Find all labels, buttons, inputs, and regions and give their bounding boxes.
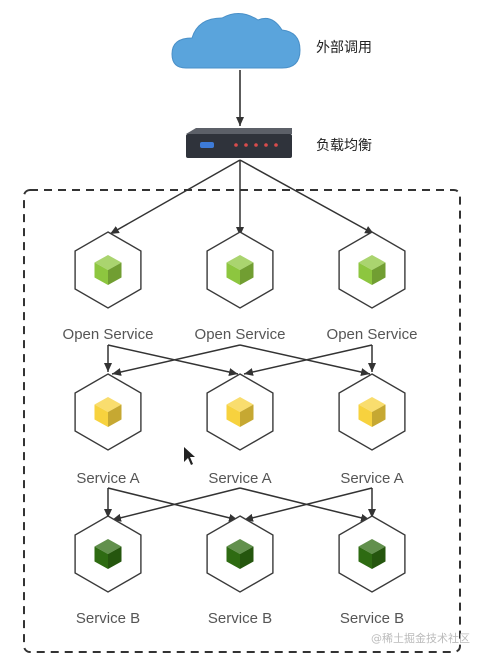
service-node-a: Service A [338, 373, 406, 487]
service-node-a: Service A [74, 373, 142, 487]
cloud-icon [171, 13, 301, 69]
service-cluster-boundary [23, 189, 461, 653]
cube-icon [226, 397, 254, 427]
lb-arrows [109, 159, 375, 236]
cube-icon [226, 255, 254, 285]
service-node-open: Open Service [327, 231, 418, 343]
watermark-text: @稀土掘金技术社区 [371, 631, 470, 645]
service-label: Service B [340, 610, 404, 627]
cube-icon [358, 255, 386, 285]
service-node-open: Open Service [195, 231, 286, 343]
a-to-b-arrows [104, 487, 376, 522]
service-label: Service A [76, 470, 139, 487]
cube-icon [94, 255, 122, 285]
service-label: Open Service [327, 326, 418, 343]
service-node-b: Service B [338, 515, 406, 627]
service-label: Service A [340, 470, 403, 487]
cube-icon [94, 539, 122, 569]
mouse-cursor-icon [184, 447, 195, 465]
service-label: Open Service [63, 326, 154, 343]
service-node-open: Open Service [63, 231, 154, 343]
service-label: Service B [208, 610, 272, 627]
cube-icon [358, 397, 386, 427]
service-label: Service A [208, 470, 271, 487]
service-node-b: Service B [206, 515, 274, 627]
service-label: Service B [76, 610, 140, 627]
cube-icon [358, 539, 386, 569]
service-node-b: Service B [74, 515, 142, 627]
cube-icon [94, 397, 122, 427]
open-to-a-arrows [104, 344, 376, 376]
cube-icon [226, 539, 254, 569]
load-balancer-label: 负载均衡 [316, 138, 372, 154]
external-call-label: 外部调用 [316, 40, 372, 56]
service-label: Open Service [195, 326, 286, 343]
service-node-a: Service A [206, 373, 274, 487]
load-balancer-icon [186, 128, 292, 158]
